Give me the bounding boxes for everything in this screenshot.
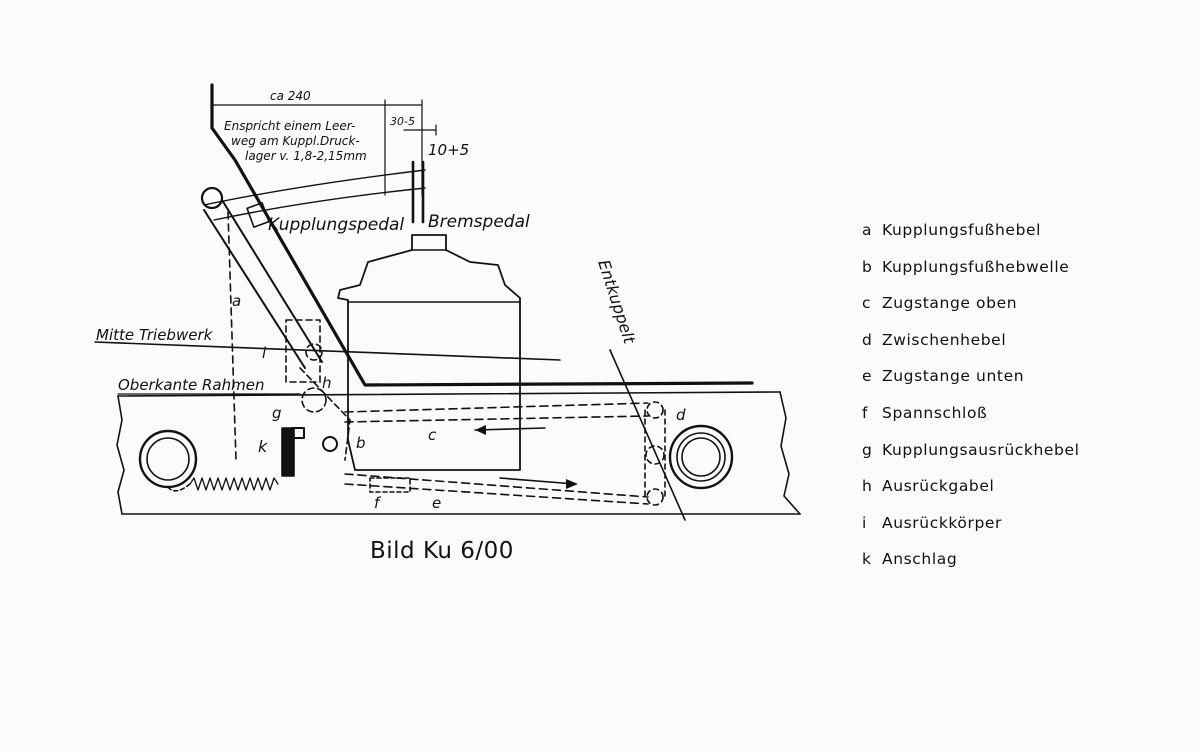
upper-rod-c	[344, 402, 649, 423]
letter-d: d	[676, 406, 686, 424]
entkuppelt-line	[609, 349, 686, 521]
letter-h: h	[322, 374, 332, 392]
note-line-3: lager v. 1,8-2,15mm	[245, 149, 367, 163]
dimension-lines	[211, 99, 437, 196]
legend-text: Zwischenhebel	[882, 330, 1007, 349]
legend-key: g	[862, 440, 873, 459]
turnbuckle-f	[369, 477, 411, 493]
figure-caption: Bild Ku 6/00	[370, 538, 514, 564]
oberkante-rahmen-label: Oberkante Rahmen	[118, 376, 264, 394]
brake-pedal	[411, 160, 425, 224]
letter-c: c	[428, 426, 437, 444]
letter-b: b	[356, 434, 366, 452]
legend-text: Kupplungsfußhebel	[882, 221, 1042, 239]
lower-rod-e	[344, 473, 649, 505]
dim-10-label: 10+5	[428, 141, 469, 159]
mitte-triebwerk-label: Mitte Triebwerk	[96, 326, 214, 344]
legend-item: b Kupplungsfußhebwelle	[862, 255, 1182, 292]
legend-text: Kupplungsfußhebwelle	[882, 257, 1070, 276]
legend-text: Ausrückgabel	[882, 477, 995, 496]
legend-text: Kupplungsausrückhebel	[882, 440, 1080, 459]
legend-text: Spannschloß	[882, 403, 988, 422]
pedal-arcs	[203, 169, 426, 221]
legend-key: i	[862, 513, 867, 532]
legend-item: i Ausrückkörper	[862, 511, 1182, 548]
release-fork	[285, 319, 351, 461]
legend-key: k	[862, 550, 872, 569]
gearbox-housing	[337, 234, 521, 471]
legend-item: k Anschlag	[862, 547, 1182, 584]
frame-rail	[116, 391, 801, 515]
dim-ca-label: ca 240	[270, 89, 311, 103]
spring	[189, 477, 279, 491]
legend-item: f Spannschloß	[862, 401, 1182, 438]
shaft-b	[322, 436, 338, 452]
letter-e: e	[432, 494, 441, 512]
legend-key: a	[862, 221, 873, 239]
legend-text: Ausrückkörper	[882, 513, 1003, 532]
wheel-right	[668, 424, 734, 490]
legend-key: b	[862, 257, 873, 276]
note-line-1: Enspricht einem Leer-	[224, 119, 355, 133]
mitte-triebwerk-line	[94, 341, 561, 361]
wheel-left	[138, 429, 198, 489]
cab-floor-line	[210, 83, 754, 387]
stop-k	[281, 427, 305, 477]
arrow-c	[474, 427, 546, 431]
legend-item: e Zugstange unten	[862, 364, 1182, 401]
lever-a	[203, 199, 323, 461]
letter-i: i	[262, 344, 267, 362]
intermediate-lever-d	[644, 401, 666, 506]
legend-item: g Kupplungsausrückhebel	[862, 438, 1182, 475]
letter-a: a	[232, 292, 241, 310]
dim-30-label: 30-5	[390, 115, 415, 128]
legend-key: c	[862, 294, 872, 313]
pedal-pivot	[200, 186, 224, 210]
legend-key: f	[862, 403, 869, 422]
legend-key: h	[862, 477, 873, 496]
legend-item: d Zwischenhebel	[862, 328, 1182, 365]
entkuppelt-label: Entkuppelt	[594, 257, 639, 346]
letter-g: g	[272, 404, 282, 422]
clutch-pedal-pad	[246, 202, 270, 228]
legend-text: Zugstange oben	[882, 294, 1018, 313]
bremspedal-label: Bremspedal	[428, 212, 530, 232]
legend-key: e	[862, 367, 873, 386]
legend-key: d	[862, 330, 873, 349]
legend-item: a Kupplungsfußhebel	[862, 218, 1182, 255]
arrow-e	[499, 477, 576, 485]
legend: a Kupplungsfußhebel b Kupplungsfußhebwelle…	[862, 218, 1182, 584]
note-line-2: weg am Kuppl.Druck-	[231, 134, 360, 148]
letter-f: f	[374, 494, 382, 512]
legend-item: h Ausrückgabel	[862, 474, 1182, 511]
legend-item: c Zugstange oben	[862, 291, 1182, 328]
legend-text: Anschlag	[882, 550, 958, 569]
letter-k: k	[258, 437, 268, 456]
kupplungspedal-label: Kupplungspedal	[268, 215, 404, 235]
legend-text: Zugstange unten	[882, 367, 1025, 386]
